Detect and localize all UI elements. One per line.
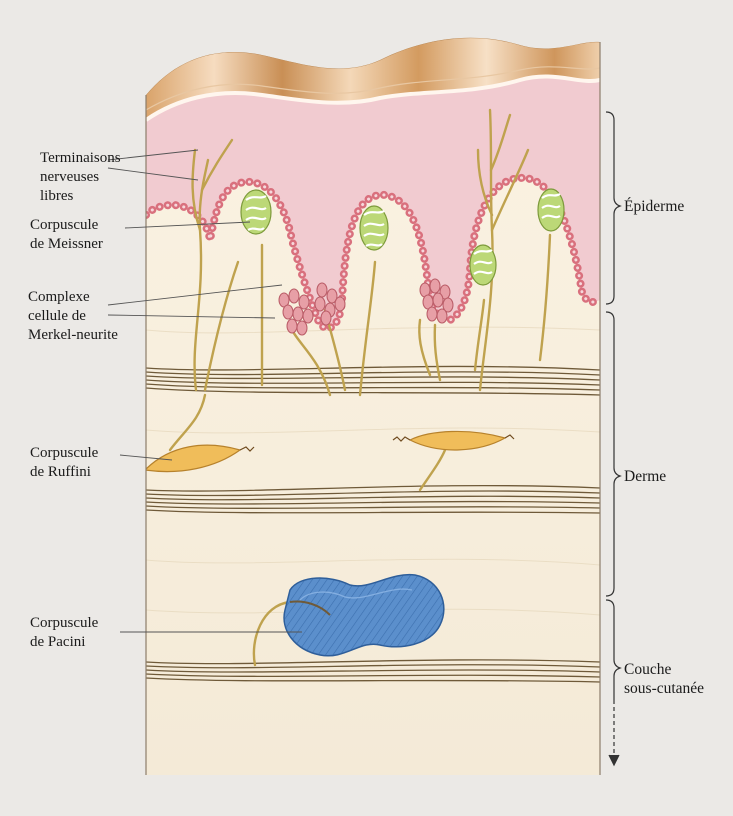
layer-brackets	[606, 112, 620, 765]
label-epidermis: Épiderme	[624, 197, 684, 216]
label-dermis: Derme	[624, 467, 666, 486]
label-hypodermis: Couche sous-cutanée	[624, 660, 704, 698]
label-ruffini-corpuscle: Corpuscule de Ruffini	[30, 444, 98, 482]
label-meissner-corpuscle: Corpuscule de Meissner	[30, 216, 103, 254]
label-merkel-complex: Complexe cellule de Merkel-neurite	[28, 288, 118, 345]
label-free-nerve-endings: Terminaisons nerveuses libres	[40, 149, 121, 206]
label-pacini-corpuscle: Corpuscule de Pacini	[30, 614, 98, 652]
skin-block	[145, 30, 600, 775]
